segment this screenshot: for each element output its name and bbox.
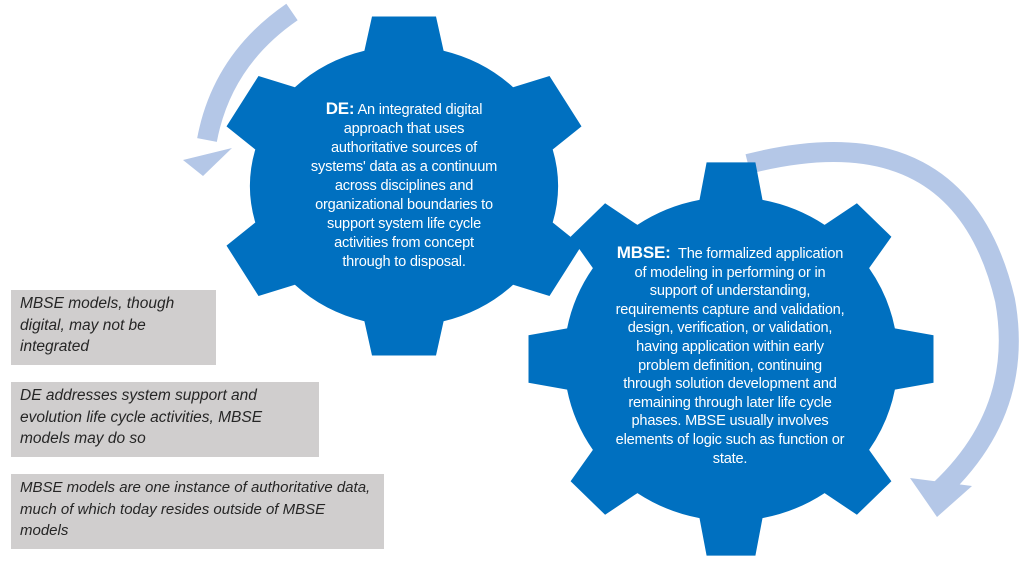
note-line: evolution life cycle activities, MBSE [20, 408, 263, 426]
de-definition: DE: An integrated digital approach that … [254, 99, 554, 272]
note-line: MBSE models are one instance of authorit… [20, 479, 371, 496]
de-line: approach that uses [343, 121, 465, 137]
note-line: integrated [20, 338, 89, 355]
mbse-gear [528, 162, 934, 556]
note-line: MBSE models, though [20, 295, 175, 312]
de-line: authoritative sources of [330, 140, 478, 156]
mbse-line: state. [712, 450, 748, 467]
de-gear [226, 16, 582, 356]
note-box: MBSE models, though digital, may not be … [11, 290, 216, 365]
mbse-line: having application within early [636, 338, 824, 355]
mbse-line: remaining through later life cycle [628, 394, 832, 411]
de-line: organizational boundaries to [315, 197, 493, 213]
de-line: activities from concept [334, 235, 474, 251]
cycle-arrow-right-head [910, 478, 972, 517]
note-line: DE addresses system support and [20, 387, 257, 404]
de-line: systems' data as a continuum [310, 159, 498, 175]
mbse-line-1: MBSE: The formalized application [580, 243, 880, 264]
mbse-line: through solution development and [623, 376, 837, 393]
mbse-line: elements of logic such as function or [615, 431, 845, 448]
cycle-arrow-right [745, 142, 1019, 498]
de-line-1: DE: An integrated digital [254, 99, 554, 120]
mbse-line: design, verification, or validation, [627, 320, 833, 337]
mbse-line: problem definition, continuing [638, 357, 822, 374]
cycle-arrow-left-head [183, 148, 232, 176]
mbse-definition: MBSE: The formalized application of mode… [580, 243, 880, 468]
note-box: DE addresses system support and evolutio… [11, 382, 319, 457]
note-line: models [20, 522, 69, 539]
mbse-line: support of understanding, [649, 283, 811, 300]
de-line: support system life cycle [327, 216, 481, 232]
de-line: through to disposal. [342, 254, 466, 270]
mbse-line: phases. MBSE usually involves [631, 413, 829, 430]
de-term: DE: [325, 99, 355, 118]
mbse-term: MBSE: [616, 243, 671, 262]
mbse-line: requirements capture and validation, [615, 301, 845, 318]
note-line: models may do so [20, 430, 146, 447]
mbse-line: of modeling in performing or in [634, 264, 826, 281]
mbse-line-text: The formalized application [670, 246, 844, 262]
de-line: across disciplines and [334, 178, 474, 194]
note-line: much of which today resides outside of M… [20, 500, 326, 518]
note-box: MBSE models are one instance of authorit… [11, 474, 384, 549]
note-line: digital, may not be [20, 316, 146, 334]
cycle-arrow-left [197, 3, 298, 142]
de-line-text: An integrated digital [354, 102, 483, 118]
